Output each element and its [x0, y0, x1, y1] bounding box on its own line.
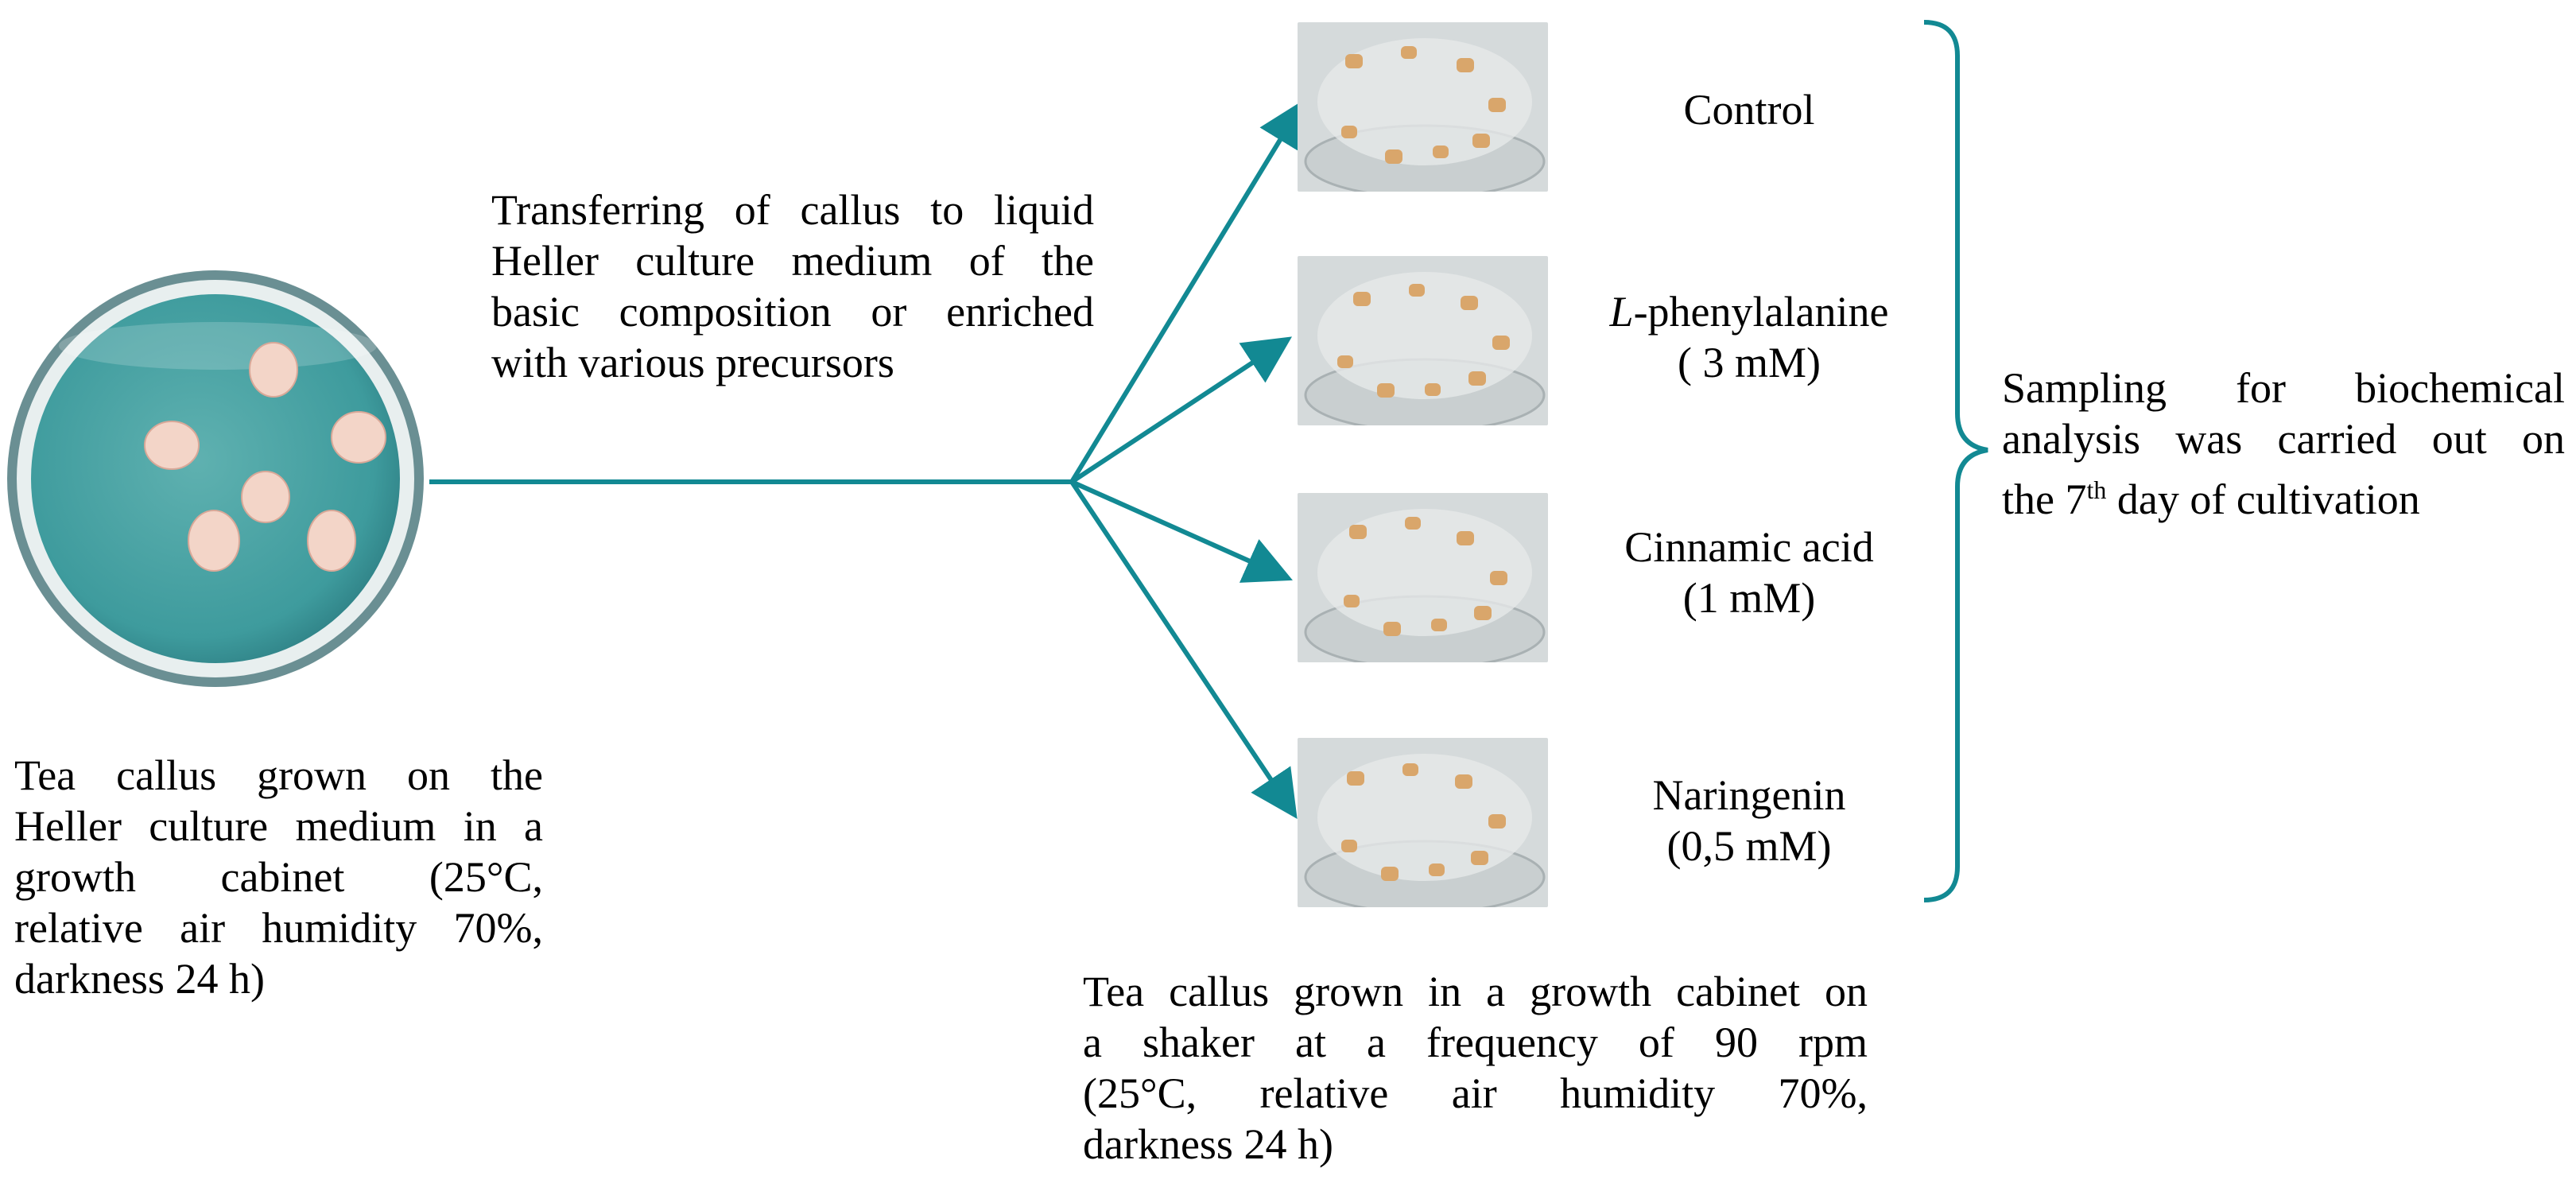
transfer-note-line-1: Transferring of callus to liquid	[491, 186, 1094, 234]
treatment-name-cinnamic: Cinnamic acid	[1624, 523, 1874, 571]
liquid-caption-line-1: Tea callus grown in a growth cabinet on	[1083, 968, 1868, 1015]
agar-caption-line-3: growth cabinet (25°C,	[14, 853, 543, 901]
sampling-note: Sampling for biochemical analysis was ca…	[2002, 363, 2565, 525]
agar-caption-line-4: relative air humidity 70%,	[14, 904, 543, 952]
treatment-dose-naringenin: (0,5 mM)	[1666, 822, 1832, 870]
arrow-to-cinnamic	[1070, 479, 1293, 583]
sampling-note-line-3: the 7th day of cultivation	[2002, 464, 2565, 525]
treatment-dose-phenylalanine: ( 3 mM)	[1678, 339, 1821, 386]
treatment-label-control: Control	[1598, 84, 1900, 135]
treatment-name-phenylalanine: L-phenylalanine	[1582, 286, 1916, 337]
sampling-note-line-1: Sampling for biochemical	[2002, 364, 2565, 412]
phenylalanine-suffix: -phenylalanine	[1633, 288, 1889, 336]
agar-caption: Tea callus grown on the Heller culture m…	[14, 750, 543, 1004]
sampling-note-line-2: analysis was carried out on	[2002, 415, 2565, 463]
liquid-culture-photo-naringenin	[1298, 738, 1548, 907]
curly-brace	[1923, 20, 1988, 902]
liquid-culture-photo-phenylalanine	[1298, 256, 1548, 425]
treatment-name-control: Control	[1683, 86, 1815, 134]
liquid-caption-line-2: a shaker at a frequency of 90 rpm	[1083, 1019, 1868, 1066]
treatment-dose-cinnamic: (1 mM)	[1682, 574, 1816, 622]
treatment-label-naringenin: Naringenin (0,5 mM)	[1582, 770, 1916, 871]
treatment-name-naringenin: Naringenin	[1652, 771, 1846, 819]
transfer-note-line-4: with various precursors	[491, 339, 894, 386]
agar-caption-line-2: Heller culture medium in a	[14, 802, 543, 850]
agar-caption-line-1: Tea callus grown on the	[14, 751, 543, 799]
sampling-note-day-prefix: the 7	[2002, 475, 2087, 523]
petri-dish-image	[7, 270, 424, 687]
petri-dish-agar	[3, 266, 429, 692]
italic-l-prefix: L	[1609, 288, 1634, 336]
arrow-to-naringenin	[1069, 480, 1298, 819]
treatment-label-phenylalanine: L-phenylalanine ( 3 mM)	[1582, 286, 1916, 388]
agar-caption-line-5: darkness 24 h)	[14, 955, 265, 1003]
liquid-caption-line-3: (25°C, relative air humidity 70%,	[1083, 1069, 1868, 1117]
arrow-to-control	[1069, 99, 1305, 483]
liquid-culture-photo-cinnamic	[1298, 493, 1548, 662]
treatment-label-cinnamic: Cinnamic acid (1 mM)	[1582, 522, 1916, 623]
transfer-note-line-3: basic composition or enriched	[491, 288, 1094, 336]
liquid-culture-photo-control	[1298, 22, 1548, 192]
transfer-note: Transferring of callus to liquid Heller …	[491, 184, 1094, 388]
arrow-to-phenylalanine	[1070, 336, 1293, 484]
transfer-note-line-2: Heller culture medium of the	[491, 237, 1094, 285]
sampling-note-day-suffix: day of cultivation	[2106, 475, 2420, 523]
liquid-caption-line-4: darkness 24 h)	[1083, 1120, 1333, 1168]
sampling-note-ordinal: th	[2086, 475, 2107, 504]
liquid-caption: Tea callus grown in a growth cabinet on …	[1083, 966, 1868, 1170]
